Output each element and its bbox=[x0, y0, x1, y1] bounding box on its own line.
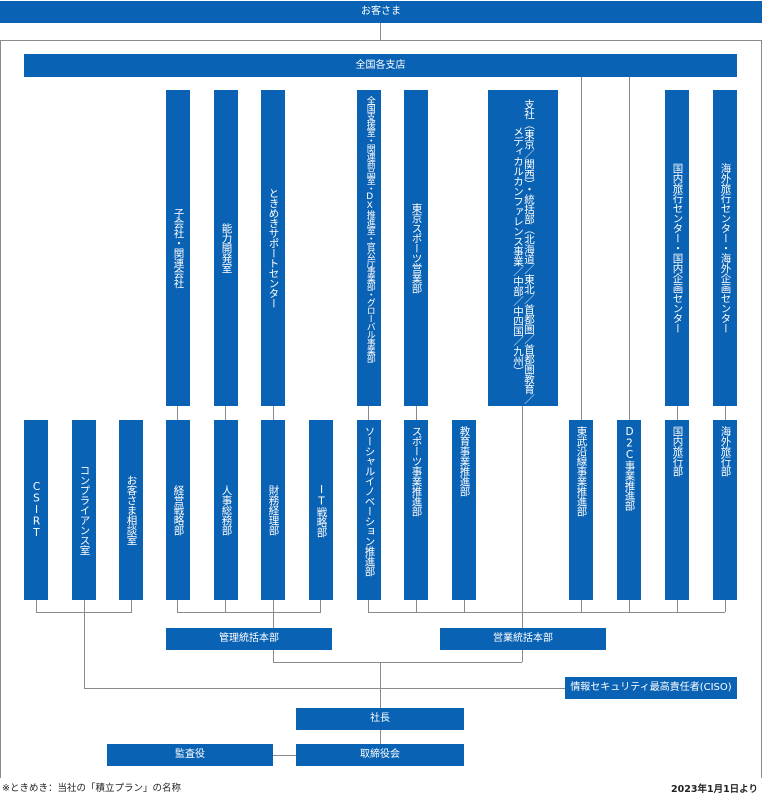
hq-join bbox=[273, 662, 522, 663]
bracket-tick bbox=[36, 600, 37, 612]
branches-bar: 全国各支店 bbox=[24, 54, 737, 77]
unit-hr-general-affairs: 人事総務部 bbox=[214, 420, 238, 600]
unit-tobu-line-business: 東武沿線事業推進部 bbox=[569, 420, 593, 600]
unit-corporate-strategy: 経営戦略部 bbox=[166, 420, 190, 600]
bracket-tick bbox=[464, 600, 465, 612]
unit-subsidiaries: 子会社・関連会社 bbox=[166, 90, 190, 406]
unit-tokimeki-support: ときめきサポートセンター bbox=[261, 90, 285, 406]
sales-hq-down bbox=[522, 650, 523, 662]
bracket-tick bbox=[725, 600, 726, 612]
bracket-tick bbox=[629, 600, 630, 612]
outer-frame-top bbox=[0, 40, 762, 41]
upper-to-lower-connector bbox=[677, 406, 678, 420]
upper-to-lower-connector bbox=[225, 406, 226, 420]
bracket-tick bbox=[368, 600, 369, 612]
sales-hq-box: 営業統括本部 bbox=[440, 628, 606, 650]
bracket-tick bbox=[320, 600, 321, 612]
group-bracket-admin bbox=[177, 612, 321, 613]
unit-domestic-center: 国内旅行センター・国内企画センター bbox=[665, 90, 689, 406]
customers-bar: お客さま bbox=[0, 1, 762, 23]
unit-sports-business: スポーツ事業推進部 bbox=[404, 420, 428, 600]
president-trunk bbox=[380, 662, 381, 708]
bracket-tick bbox=[416, 600, 417, 612]
unit-domestic-travel: 国内旅行部 bbox=[665, 420, 689, 600]
upper-to-lower-connector bbox=[416, 406, 417, 420]
admin-hq-box: 管理統括本部 bbox=[166, 628, 332, 650]
upper-connector bbox=[581, 77, 582, 420]
unit-compliance: コンプライアンス室 bbox=[72, 420, 96, 600]
upper-to-lower-connector bbox=[273, 406, 274, 420]
auditor-box: 監査役 bbox=[107, 744, 273, 766]
ciso-box: 情報セキュリティ最高責任者(CISO) bbox=[565, 677, 737, 699]
bracket-tick bbox=[177, 600, 178, 612]
admin-hq-down bbox=[273, 650, 274, 662]
unit-finance-accounting: 財務経理部 bbox=[261, 420, 285, 600]
unit-national-support: 全国支援室・関連商品室・DX推進室・官公庁事業部・グローバル事業部 bbox=[357, 90, 381, 406]
unit-it-strategy: IT戦略部 bbox=[309, 420, 333, 600]
unit-csirt: CSIRT bbox=[24, 420, 48, 600]
left-group-join bbox=[84, 688, 565, 689]
sales-trunk bbox=[522, 406, 523, 628]
upper-to-lower-connector bbox=[177, 406, 178, 420]
unit-d2c-business: D2C事業推進部 bbox=[617, 420, 641, 600]
upper-connector bbox=[629, 77, 630, 420]
unit-tokyo-sports-sales: 東京スポーツ営業部 bbox=[404, 90, 428, 406]
bracket-tick bbox=[84, 600, 85, 688]
unit-overseas-travel: 海外旅行部 bbox=[713, 420, 737, 600]
unit-education-business: 教育事業推進部 bbox=[452, 420, 476, 600]
bracket-tick bbox=[581, 600, 582, 612]
bracket-tick bbox=[677, 600, 678, 612]
upper-to-lower-connector bbox=[368, 406, 369, 420]
footnote: ※ときめき：当社の「積立プラン」の名称 bbox=[2, 783, 181, 794]
upper-to-lower-connector bbox=[725, 406, 726, 420]
unit-customer-consultation: お客さま相談室 bbox=[119, 420, 143, 600]
customers-connector bbox=[380, 23, 381, 40]
unit-social-innovation: ソーシャルイノベーション推進部 bbox=[357, 420, 381, 600]
bracket-tick bbox=[131, 600, 132, 612]
board-box: 取締役会 bbox=[296, 744, 464, 766]
group-bracket-sales bbox=[368, 612, 725, 613]
unit-overseas-center: 海外旅行センター・海外企画センター bbox=[713, 90, 737, 406]
effective-date: 2023年1月1日より bbox=[671, 784, 758, 795]
president-to-board bbox=[380, 730, 381, 744]
unit-branches-hq: 支社（東京／関西）・統括部（北海道／東北／首都圏／首都圏教育／メディカルカンファ… bbox=[488, 90, 558, 406]
bracket-tick bbox=[225, 600, 226, 612]
auditor-board-link bbox=[273, 755, 296, 756]
president-box: 社長 bbox=[296, 708, 464, 730]
unit-capability-development: 能力開発室 bbox=[214, 90, 238, 406]
bracket-tick bbox=[273, 600, 274, 628]
outer-frame-left bbox=[0, 40, 1, 778]
